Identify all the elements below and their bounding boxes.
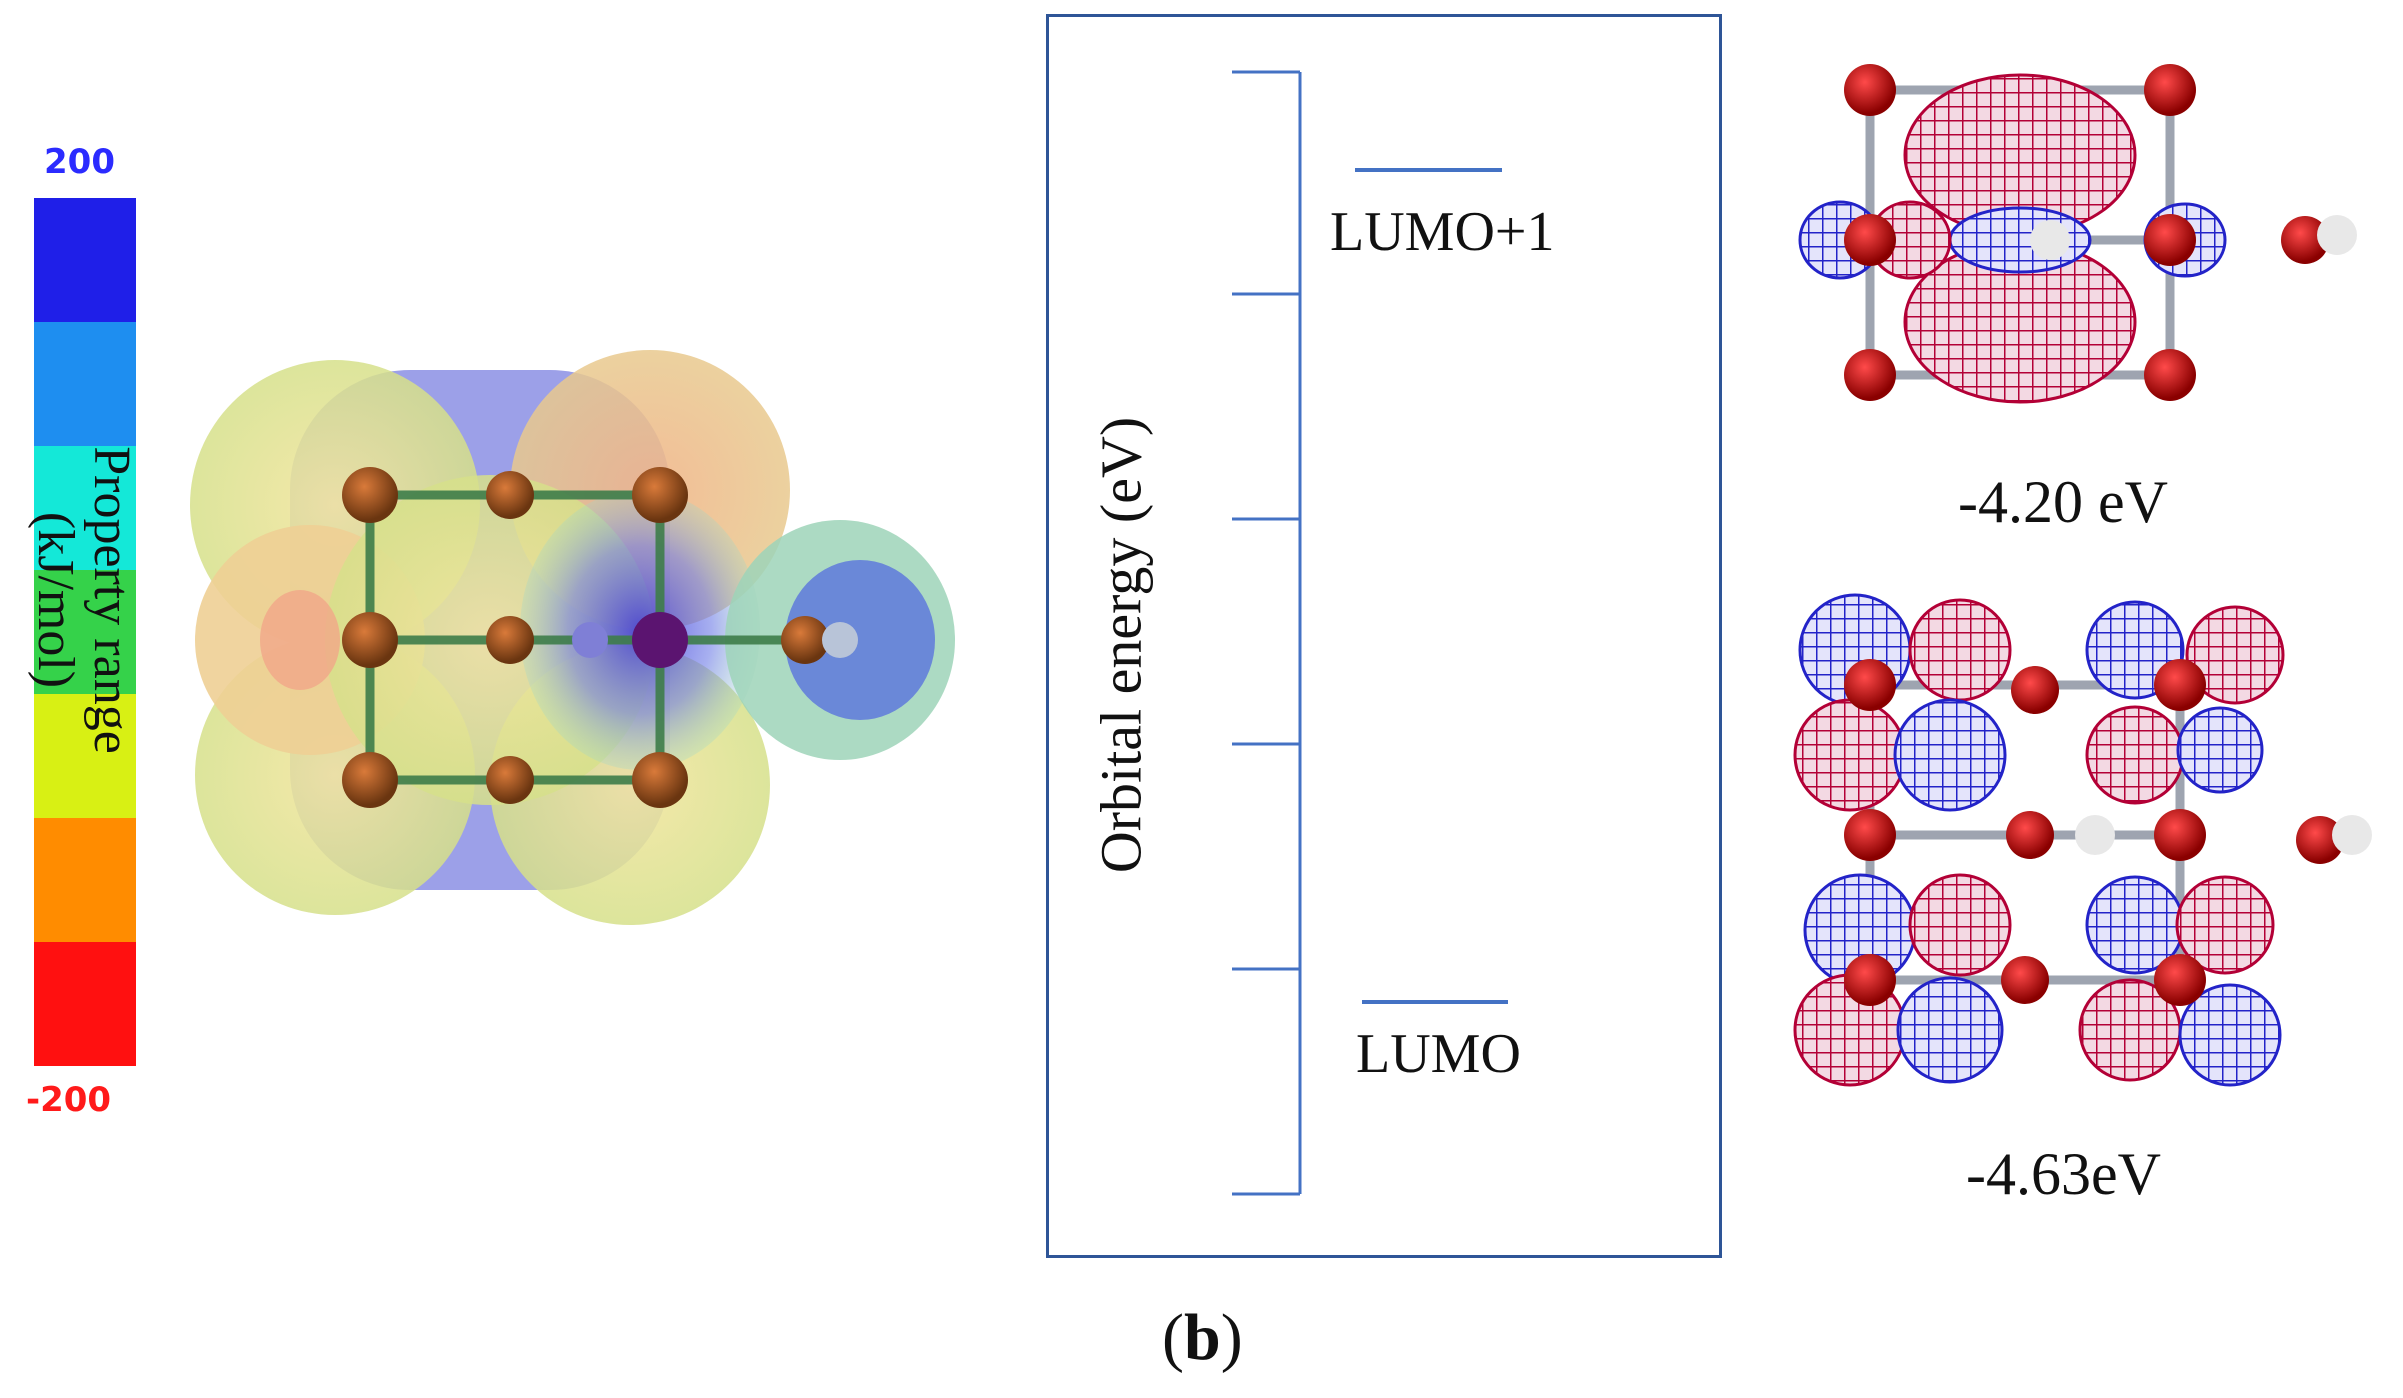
atom — [632, 752, 688, 808]
colorscale-min-label: -200 — [26, 1080, 112, 1120]
energy-levels — [1355, 168, 1508, 1004]
atom — [2001, 956, 2049, 1004]
atom — [342, 752, 398, 808]
atom — [2006, 811, 2054, 859]
atom — [632, 467, 688, 523]
orbital-lobe-positive — [2085, 705, 2185, 805]
colorscale-band — [34, 818, 136, 942]
caption-close-paren: ) — [1220, 1301, 1243, 1374]
orbital-lobe-negative — [1893, 698, 2007, 812]
atom — [2144, 349, 2196, 401]
lumo-plus-1-orbital-image — [1798, 64, 2357, 404]
colorscale-title-line1: Property range — [83, 446, 140, 754]
colorscale-band — [34, 694, 136, 818]
atom — [342, 467, 398, 523]
atom — [572, 622, 608, 658]
energy-axis — [1232, 70, 1302, 1196]
colorscale-title: Property range (kJ/mol) — [18, 390, 148, 810]
atom — [822, 622, 858, 658]
atom — [2317, 215, 2357, 255]
orbital-lobe-negative — [2176, 706, 2264, 794]
caption-open-paren: ( — [1162, 1301, 1184, 1374]
lumo-plus-1-energy: -4.20 eV — [1958, 469, 2168, 535]
orbital-lobe-positive — [2175, 875, 2275, 975]
lumo-energy: -4.63eV — [1966, 1141, 2161, 1207]
atom — [1844, 64, 1896, 116]
atom — [2154, 659, 2206, 711]
atoms — [1844, 64, 2357, 401]
y-axis-label-box: Orbital energy (eV) — [1076, 310, 1166, 980]
colorscale-bar — [34, 198, 136, 1066]
orbital-lobe-negative — [2178, 983, 2282, 1087]
orbital-lobe-positive — [1793, 698, 1907, 812]
atom — [1844, 954, 1896, 1006]
atoms — [1844, 659, 2372, 1006]
colorscale-title-line2: (kJ/mol) — [27, 511, 84, 689]
atom — [486, 756, 534, 804]
atom — [2154, 809, 2206, 861]
atom — [1844, 214, 1896, 266]
atom — [2030, 220, 2070, 260]
atom — [486, 616, 534, 664]
atom — [2011, 666, 2059, 714]
atom — [2144, 64, 2196, 116]
colorscale-band — [34, 942, 136, 1066]
caption-letter: b — [1183, 1301, 1221, 1374]
orbital-lobe-positive — [1908, 873, 2012, 977]
lumo-orbital-image — [1793, 593, 2372, 1087]
atom — [781, 616, 829, 664]
y-axis-label: Orbital energy (eV) — [1088, 416, 1154, 874]
energy-diagram-frame — [1046, 14, 1722, 1258]
atom — [1844, 349, 1896, 401]
atom — [2296, 816, 2344, 864]
colorscale-band — [34, 322, 136, 446]
atom — [486, 471, 534, 519]
orbital-lobe-positive — [1908, 598, 2012, 702]
atom — [2332, 815, 2372, 855]
atom — [1844, 809, 1896, 861]
atoms — [342, 467, 858, 808]
atom — [632, 612, 688, 668]
atom — [342, 612, 398, 668]
colorscale-band — [34, 198, 136, 322]
esp-surface-image — [190, 350, 955, 925]
atom — [2144, 214, 2196, 266]
colorscale-band — [34, 446, 136, 570]
lumo-plus-1-label: LUMO+1 — [1330, 201, 1555, 263]
atom — [2281, 216, 2329, 264]
lumo-label: LUMO — [1356, 1023, 1521, 1085]
panel-caption: (b) — [1162, 1300, 1243, 1376]
orbital-lobe-negative — [1896, 976, 2004, 1084]
orbital-lobe-positive — [2185, 605, 2285, 705]
atom — [2075, 815, 2115, 855]
colorscale-band — [34, 570, 136, 694]
atom — [2154, 954, 2206, 1006]
orbital-lobes — [1793, 593, 2285, 1087]
colorscale-max-label: 200 — [44, 142, 115, 182]
atom — [1844, 659, 1896, 711]
